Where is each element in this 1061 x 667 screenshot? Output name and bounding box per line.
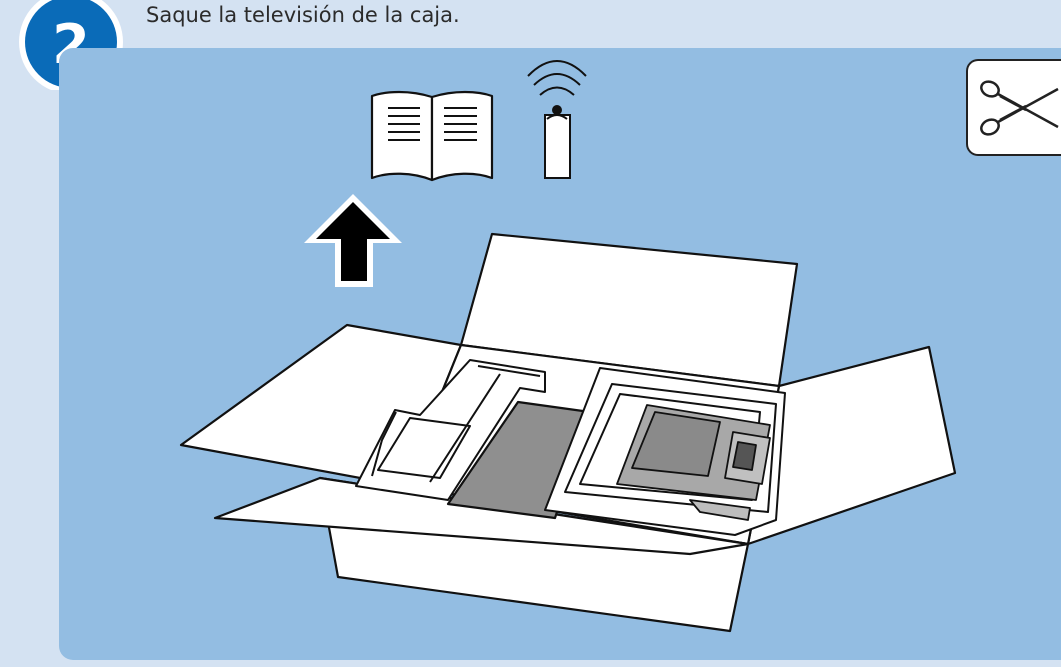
open-book-icon [370,90,494,182]
open-box [179,232,957,633]
scissors-icon [980,80,1059,136]
arrow-up-icon [304,194,402,287]
scissors-button[interactable] [966,59,1061,156]
remote-control-icon [527,60,587,179]
step-instruction: Saque la televisión de la caja. [146,3,460,27]
